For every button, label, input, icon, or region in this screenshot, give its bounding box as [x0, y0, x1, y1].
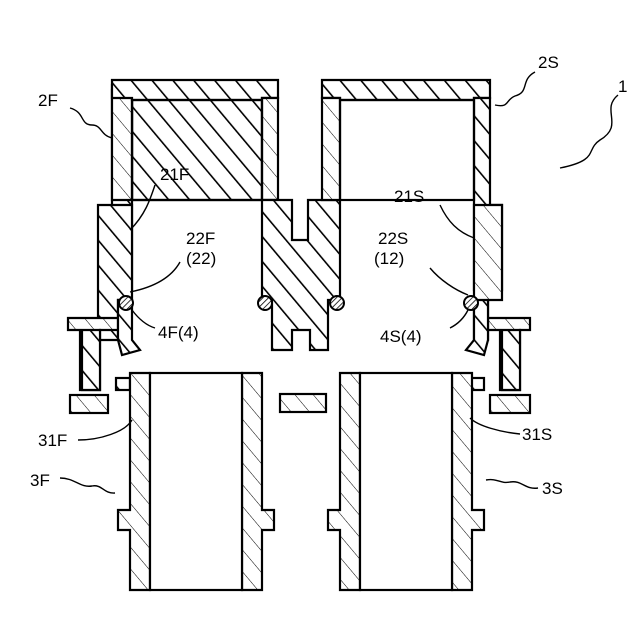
- leader-31f: [78, 420, 132, 440]
- leader-2s: [495, 72, 535, 106]
- pipe-3s-right-wall: [452, 373, 484, 590]
- leader-2f: [70, 108, 112, 138]
- housing-2s-top-cap: [322, 80, 490, 100]
- housing-2s-cavity: [340, 100, 474, 200]
- center-divider: [280, 394, 326, 412]
- central-web-body: [262, 200, 340, 350]
- leader-3f: [60, 478, 115, 493]
- pipe-3s-left-wall: [328, 373, 360, 590]
- pipe-3f-left-wall: [118, 373, 150, 590]
- oring-4f: [119, 296, 133, 310]
- housing-2f-right-upper-wall: [262, 98, 278, 200]
- leader-22f: [130, 262, 180, 292]
- oring-4-right-center: [330, 296, 344, 310]
- pipe-3f: [118, 373, 274, 590]
- housing-2f-top-cap: [112, 80, 278, 100]
- housing-2s-left-upper-wall: [322, 98, 340, 200]
- leader-22s: [430, 268, 468, 295]
- leader-4f: [132, 310, 155, 328]
- label-4s: 4S(4): [380, 327, 422, 346]
- label-21s: 21S: [394, 187, 424, 206]
- label-2s: 2S: [538, 53, 559, 72]
- label-assembly: 1: [618, 77, 627, 96]
- label-21f: 21F: [160, 165, 189, 184]
- oring-4-left-center: [258, 296, 272, 310]
- leader-1: [560, 95, 618, 168]
- latch-2f-foot: [70, 395, 108, 413]
- label-22s-ref: (12): [374, 249, 404, 268]
- latch-2f-post: [82, 330, 100, 390]
- latch-2f-stopper: [116, 378, 130, 390]
- label-2f: 2F: [38, 91, 58, 110]
- label-22f: 22F: [186, 229, 215, 248]
- latch-2s-foot: [490, 395, 530, 413]
- leader-31s: [470, 418, 520, 434]
- label-22f-ref: (22): [186, 249, 216, 268]
- pipe-3s: [328, 373, 484, 590]
- label-4f: 4F(4): [158, 323, 199, 342]
- leader-4s: [450, 310, 468, 328]
- central-web: [262, 200, 340, 350]
- housing-2f-left-upper-wall: [112, 90, 132, 200]
- pipe-3s-bore: [360, 373, 452, 590]
- oring-4s: [464, 296, 478, 310]
- label-31s: 31S: [522, 425, 552, 444]
- label-31f: 31F: [38, 431, 67, 450]
- label-22s: 22S: [378, 229, 408, 248]
- leader-21s: [440, 205, 474, 238]
- label-3s: 3S: [542, 479, 563, 498]
- pipe-3f-bore: [150, 373, 242, 590]
- latch-2s-post: [502, 330, 520, 390]
- housing-2f-shell: [118, 85, 275, 200]
- label-3f: 3F: [30, 471, 50, 490]
- leader-3s: [486, 480, 538, 489]
- pipe-3f-right-wall: [242, 373, 274, 590]
